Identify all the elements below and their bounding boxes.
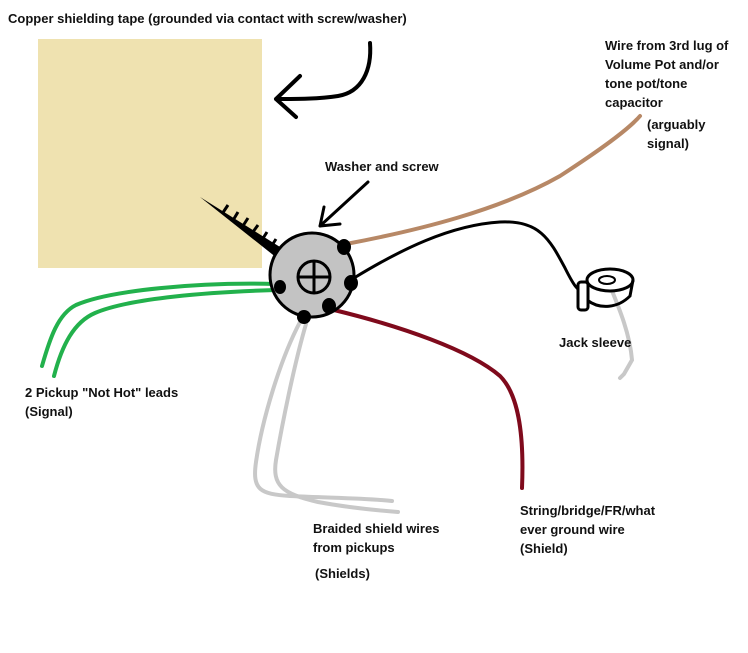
braided-shield-label: Braided shield wires from pickups bbox=[313, 521, 440, 555]
pot-wire-label: Wire from 3rd lug of Volume Pot and/or t… bbox=[605, 38, 729, 110]
arguably-signal-label: (arguably signal) bbox=[647, 117, 706, 151]
terminal-dot bbox=[337, 239, 351, 255]
jack-sleeve-icon bbox=[576, 267, 635, 380]
terminal-dot bbox=[322, 298, 336, 314]
terminal-dot bbox=[274, 280, 286, 294]
pickup-lead-2 bbox=[52, 288, 278, 378]
shields-label: (Shields) bbox=[315, 566, 370, 581]
pickup-leads-label: 2 Pickup "Not Hot" leads (Signal) bbox=[25, 385, 179, 419]
copper-tape-label: Copper shielding tape (grounded via cont… bbox=[8, 11, 407, 26]
string-ground-label: String/bridge/FR/what ever ground wire (… bbox=[520, 503, 656, 556]
washer-screw-label: Washer and screw bbox=[325, 159, 439, 174]
pickup-lead-1 bbox=[40, 281, 278, 368]
screw-threads bbox=[220, 204, 278, 251]
terminal-dot bbox=[344, 275, 358, 291]
screw-cross-icon bbox=[298, 261, 330, 293]
shield-wire-2 bbox=[273, 322, 400, 514]
terminal-dot bbox=[297, 310, 311, 324]
jack-ground-wire bbox=[352, 220, 586, 294]
string-ground-wire bbox=[332, 308, 525, 490]
shield-wire-1 bbox=[253, 320, 394, 503]
jack-sleeve-label: Jack sleeve bbox=[559, 335, 632, 350]
copper-tape-rect bbox=[38, 39, 262, 268]
washer-arrow-icon bbox=[318, 180, 370, 228]
copper-tape-arrow-icon bbox=[274, 41, 373, 119]
pot-lug-wire bbox=[344, 114, 642, 246]
